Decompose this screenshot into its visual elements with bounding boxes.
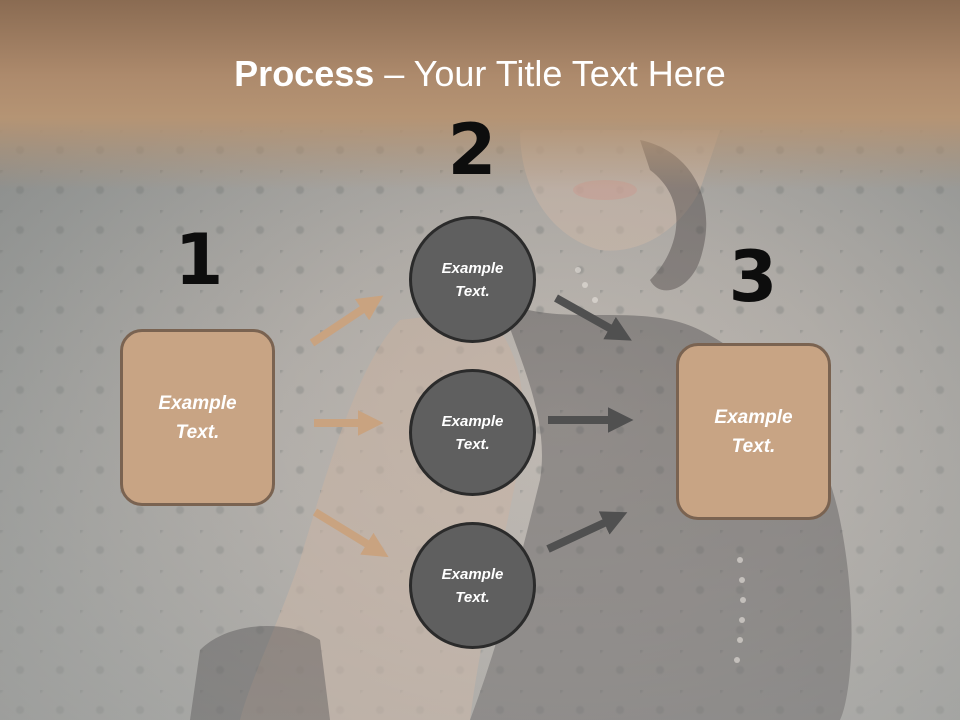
slide-title: Process – Your Title Text Here (0, 52, 960, 96)
arrow-bottom-to-right (546, 511, 628, 553)
step-number-1: 1 (174, 219, 224, 301)
title-band (0, 0, 960, 190)
arrow-top-to-right (554, 294, 632, 341)
arrow-left-to-top (309, 295, 384, 347)
arrow-left-to-bottom (312, 508, 389, 558)
title-rest: – Your Title Text Here (374, 53, 726, 94)
step-number-2: 2 (447, 109, 497, 191)
title-bold: Process (234, 53, 375, 94)
step-number-3: 3 (728, 236, 778, 318)
